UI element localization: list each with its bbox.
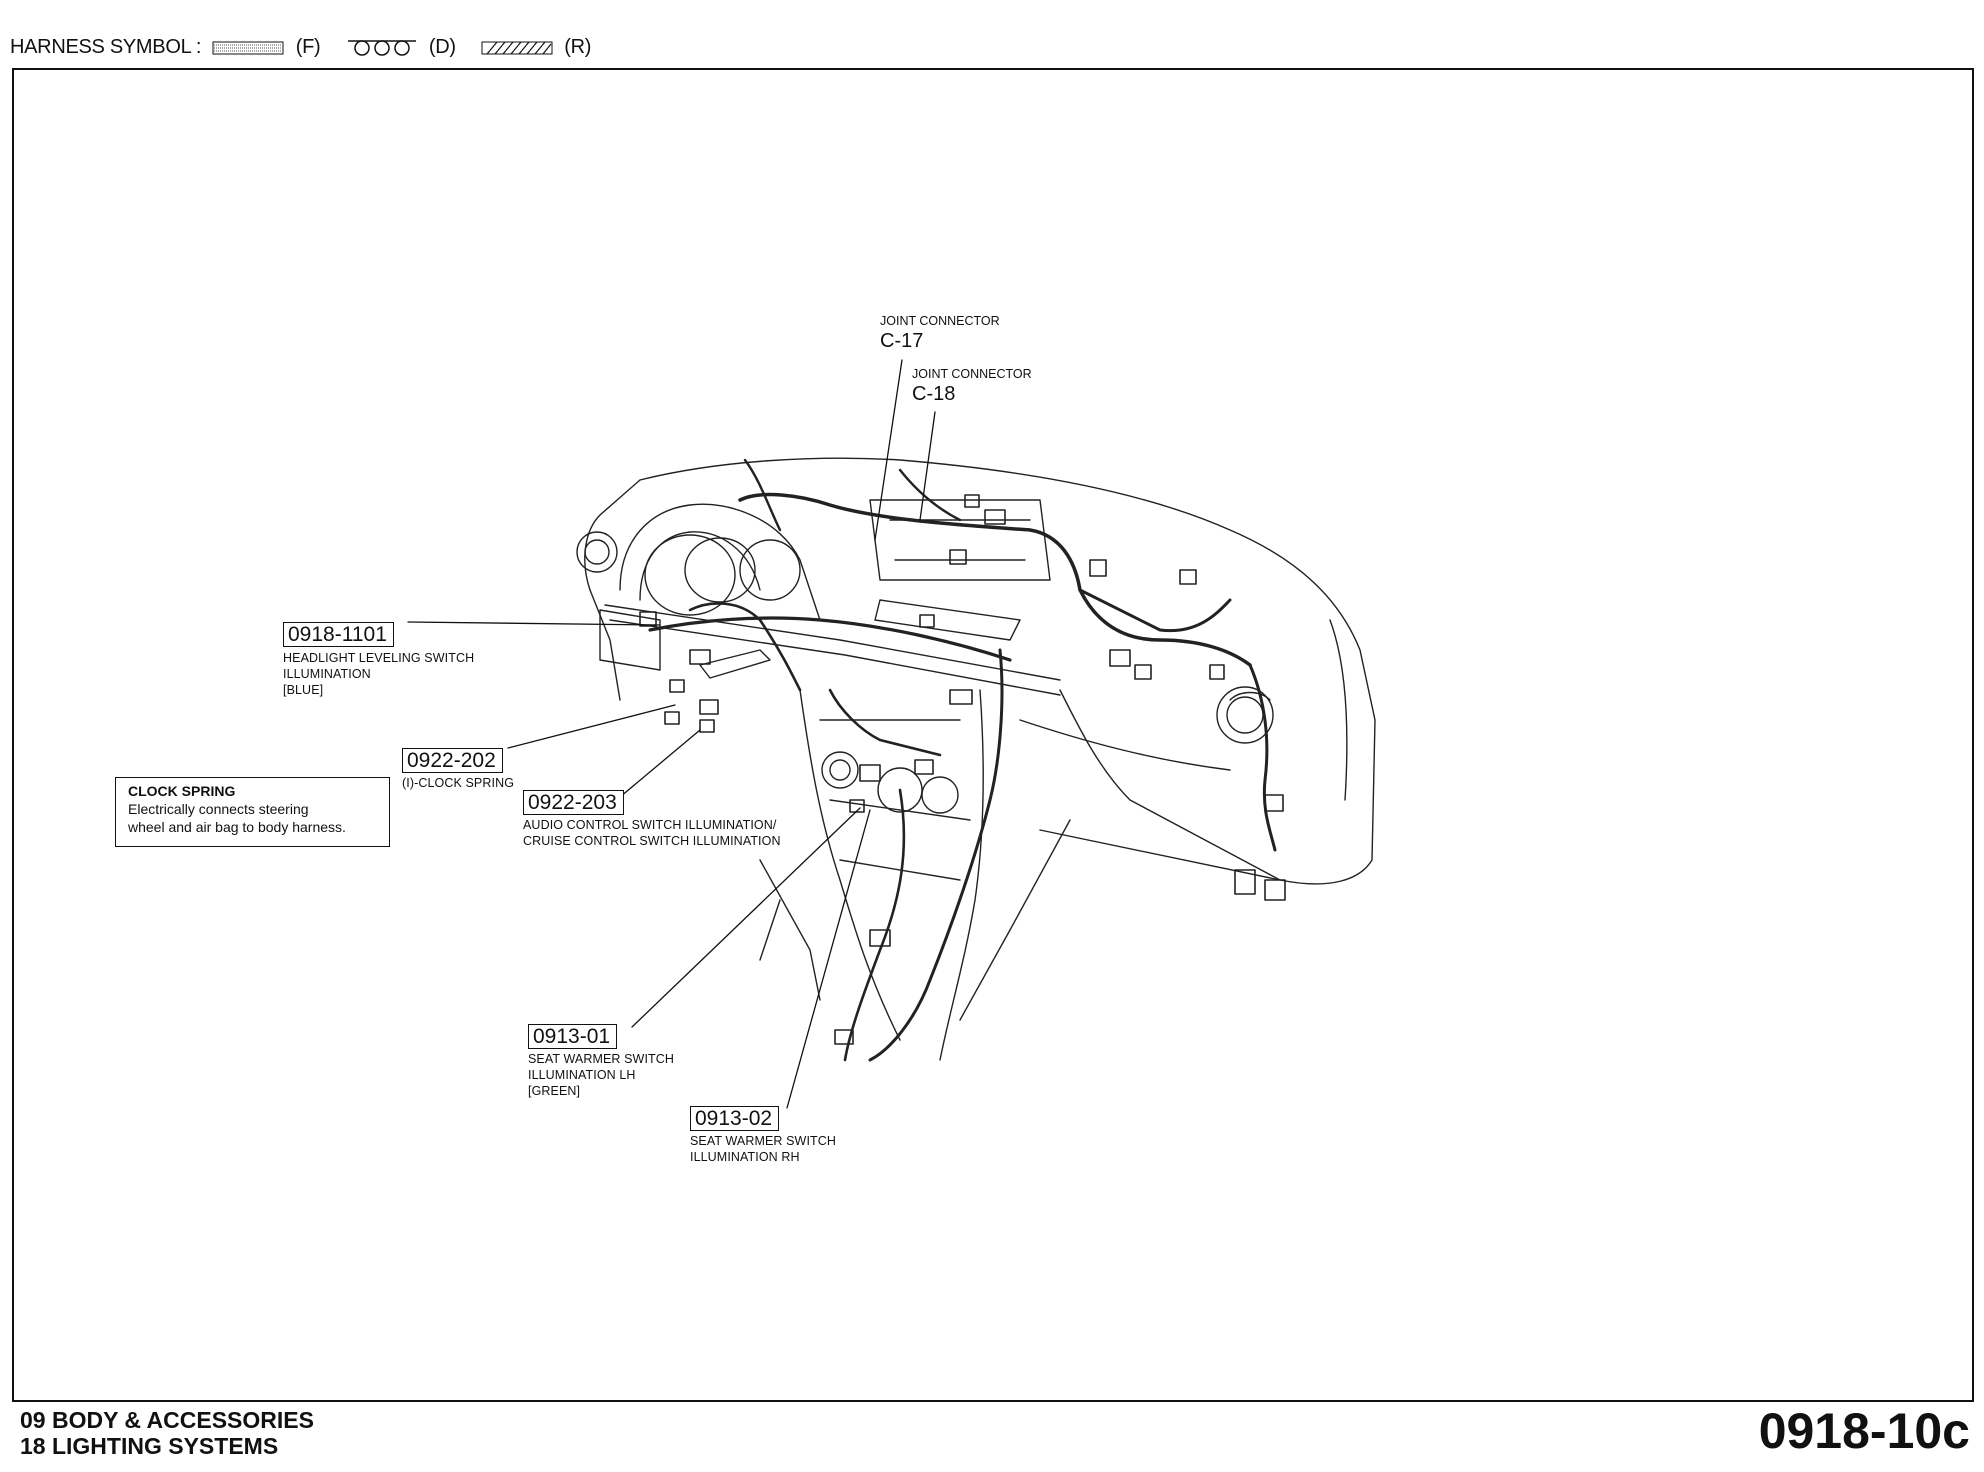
- callout-line: ILLUMINATION LH: [528, 1068, 636, 1082]
- callout-line: SEAT WARMER SWITCH: [528, 1052, 675, 1066]
- legend-d: (D): [428, 36, 456, 59]
- harness-r-symbol-icon: [481, 41, 553, 55]
- footer-section-lighting-systems: 18 LIGHTING SYSTEMS: [20, 1433, 279, 1459]
- diagram-frame: [12, 68, 1974, 1402]
- clock-spring-note-line: wheel and air bag to body harness.: [128, 819, 346, 835]
- joint-connector-c17-code: C-17: [880, 330, 924, 352]
- callout-line: ILLUMINATION RH: [690, 1150, 800, 1164]
- callout-desc-0913-02: SEAT WARMER SWITCH ILLUMINATION RH: [690, 1133, 836, 1165]
- callout-desc-0922-202: (I)-CLOCK SPRING: [402, 775, 514, 791]
- callout-line: SEAT WARMER SWITCH: [690, 1134, 837, 1148]
- clock-spring-note-line: Electrically connects steering: [128, 801, 309, 817]
- harness-d-symbol-icon: [347, 39, 416, 56]
- callout-code-0922-202: 0922-202: [402, 748, 503, 773]
- callout-line: [BLUE]: [283, 683, 324, 697]
- legend-r: (R): [564, 36, 592, 59]
- callout-line: (I)-CLOCK SPRING: [402, 776, 515, 790]
- callout-line: HEADLIGHT LEVELING SWITCH: [283, 651, 475, 665]
- joint-connector-c17-title: JOINT CONNECTOR: [880, 314, 1000, 328]
- callout-line: AUDIO CONTROL SWITCH ILLUMINATION/: [523, 818, 777, 832]
- legend-f: (F): [295, 36, 321, 59]
- callout-line: ILLUMINATION: [283, 667, 371, 681]
- clock-spring-note: CLOCK SPRING Electrically connects steer…: [115, 777, 390, 847]
- footer-section-body-accessories: 09 BODY & ACCESSORIES: [20, 1407, 314, 1433]
- callout-code-0922-203: 0922-203: [523, 790, 624, 815]
- clock-spring-note-title: CLOCK SPRING: [128, 783, 236, 799]
- harness-symbol-legend: HARNESS SYMBOL : (F) (D) (R): [10, 36, 591, 59]
- harness-f-symbol-icon: [212, 41, 284, 55]
- callout-line: [GREEN]: [528, 1084, 581, 1098]
- joint-connector-c18-title: JOINT CONNECTOR: [912, 367, 1032, 381]
- legend-label: HARNESS SYMBOL :: [10, 36, 202, 59]
- callout-code-0918-1101: 0918-1101: [283, 622, 394, 647]
- page-code: 0918-10c: [1758, 1403, 1970, 1459]
- callout-desc-0918-1101: HEADLIGHT LEVELING SWITCH ILLUMINATION […: [283, 650, 474, 698]
- callout-code-0913-01: 0913-01: [528, 1024, 618, 1049]
- callout-line: CRUISE CONTROL SWITCH ILLUMINATION: [523, 834, 781, 848]
- callout-code-0913-02: 0913-02: [690, 1106, 780, 1131]
- joint-connector-c18-code: C-18: [912, 383, 956, 405]
- callout-desc-0922-203: AUDIO CONTROL SWITCH ILLUMINATION/ CRUIS…: [523, 817, 781, 849]
- callout-desc-0913-01: SEAT WARMER SWITCH ILLUMINATION LH [GREE…: [528, 1051, 674, 1099]
